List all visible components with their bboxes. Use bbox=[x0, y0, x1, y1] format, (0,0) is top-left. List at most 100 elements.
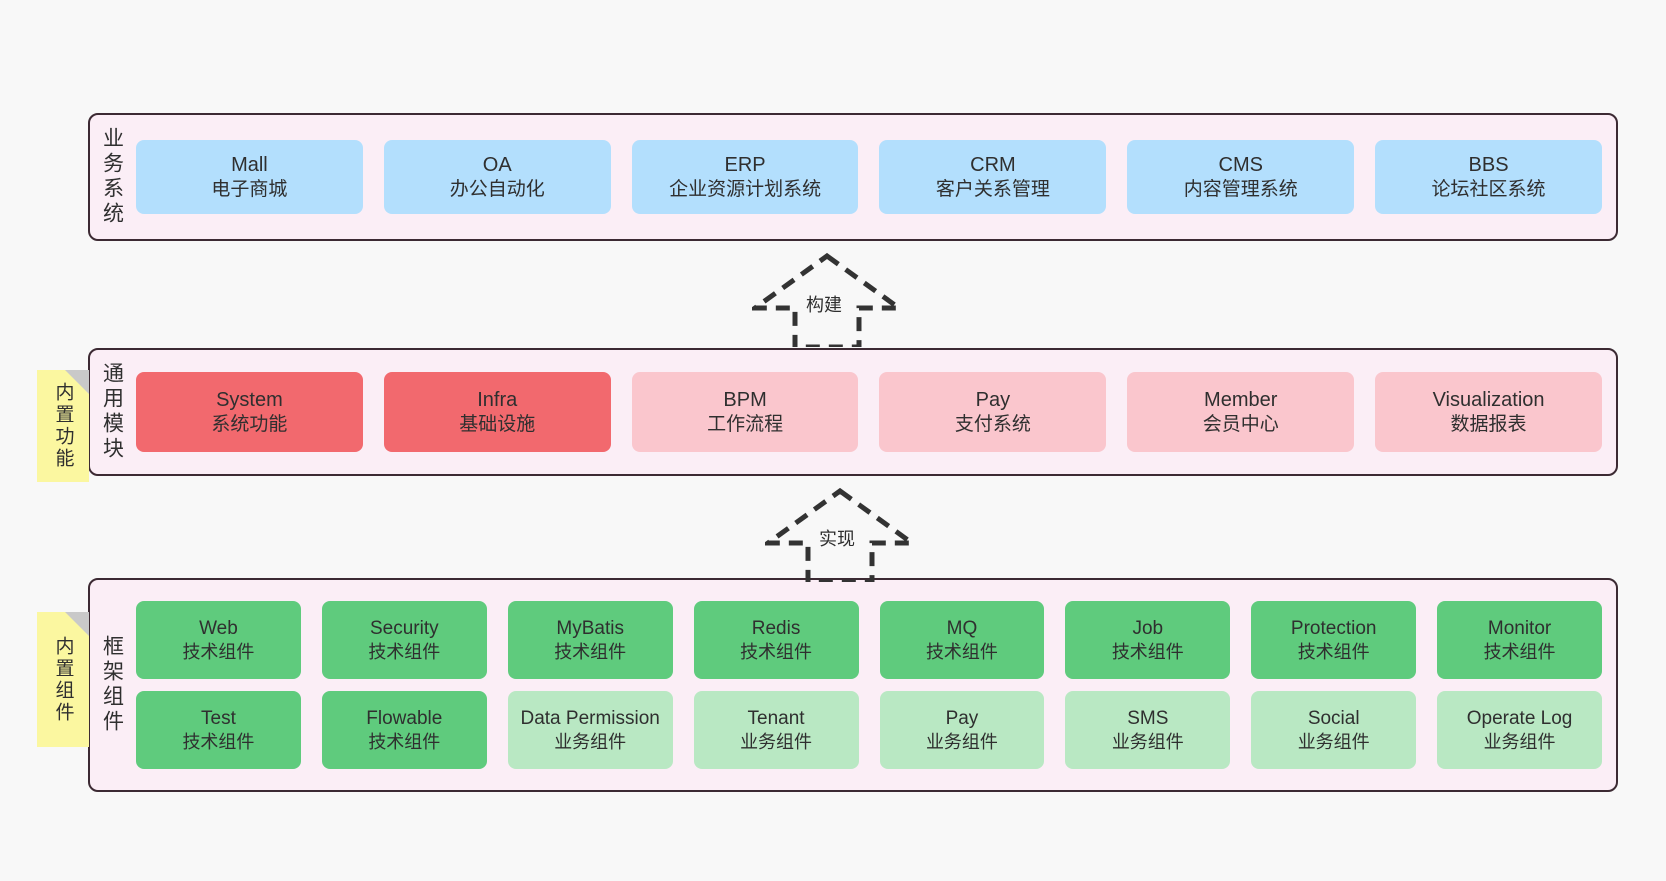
layer-framework-row-1: Web 技术组件 Security 技术组件 MyBatis 技术组件 Redi… bbox=[136, 601, 1602, 679]
sticky-fold-corner-icon bbox=[65, 370, 89, 394]
card-bpm-cn: 工作流程 bbox=[707, 413, 784, 435]
card-security-cn: 技术组件 bbox=[368, 641, 441, 662]
layer-business-body: Mall 电子商城 OA 办公自动化 ERP 企业资源计划系统 CRM 客户关系… bbox=[134, 115, 1616, 239]
card-infra[interactable]: Infra 基础设施 bbox=[383, 372, 611, 452]
card-oa-en: OA bbox=[482, 153, 512, 176]
card-visualization[interactable]: Visualization 数据报表 bbox=[1375, 372, 1602, 452]
card-crm[interactable]: CRM 客户关系管理 bbox=[879, 140, 1107, 214]
layer-business-system: 业务系统 Mall 电子商城 OA 办公自动化 ERP 企业资源计划系统 CRM… bbox=[88, 113, 1618, 241]
card-sms-en: SMS bbox=[1127, 708, 1169, 730]
card-mall-en: Mall bbox=[231, 153, 268, 176]
card-mybatis[interactable]: MyBatis 技术组件 bbox=[507, 601, 673, 679]
card-mall[interactable]: Mall 电子商城 bbox=[136, 140, 363, 214]
card-sms[interactable]: SMS 业务组件 bbox=[1065, 691, 1231, 769]
card-tenant[interactable]: Tenant 业务组件 bbox=[693, 691, 859, 769]
sticky-note-builtin-function: 内置功能 bbox=[37, 370, 89, 482]
card-job[interactable]: Job 技术组件 bbox=[1065, 601, 1231, 679]
card-job-cn: 技术组件 bbox=[1111, 641, 1184, 662]
card-tenant-en: Tenant bbox=[747, 708, 805, 730]
card-protection[interactable]: Protection 技术组件 bbox=[1251, 601, 1417, 679]
card-member[interactable]: Member 会员中心 bbox=[1127, 372, 1355, 452]
card-cms[interactable]: CMS 内容管理系统 bbox=[1127, 140, 1355, 214]
card-flowable-en: Flowable bbox=[366, 708, 443, 730]
card-system[interactable]: System 系统功能 bbox=[136, 372, 363, 452]
card-cms-cn: 内容管理系统 bbox=[1183, 178, 1298, 200]
card-data-permission-cn: 业务组件 bbox=[554, 731, 627, 752]
card-redis-cn: 技术组件 bbox=[740, 641, 813, 662]
card-operate-log[interactable]: Operate Log 业务组件 bbox=[1437, 691, 1602, 769]
card-mybatis-cn: 技术组件 bbox=[554, 641, 627, 662]
sticky-note-builtin-component-label: 内置组件 bbox=[52, 635, 74, 724]
card-oa[interactable]: OA 办公自动化 bbox=[383, 140, 611, 214]
card-monitor-en: Monitor bbox=[1487, 618, 1552, 640]
card-web[interactable]: Web 技术组件 bbox=[136, 601, 301, 679]
sticky-note-builtin-component: 内置组件 bbox=[37, 612, 89, 747]
card-social-en: Social bbox=[1307, 708, 1360, 730]
card-data-permission-en: Data Permission bbox=[520, 708, 660, 730]
layer-common-body: System 系统功能 Infra 基础设施 BPM 工作流程 Pay 支付系统… bbox=[134, 350, 1616, 474]
card-visualization-cn: 数据报表 bbox=[1450, 413, 1527, 435]
card-security[interactable]: Security 技术组件 bbox=[321, 601, 487, 679]
sticky-note-builtin-function-label: 内置功能 bbox=[52, 382, 74, 470]
card-redis[interactable]: Redis 技术组件 bbox=[693, 601, 859, 679]
card-pay-module[interactable]: Pay 支付系统 bbox=[879, 372, 1107, 452]
card-cms-en: CMS bbox=[1218, 153, 1263, 176]
card-web-en: Web bbox=[199, 618, 238, 640]
card-bbs[interactable]: BBS 论坛社区系统 bbox=[1375, 140, 1602, 214]
card-social[interactable]: Social 业务组件 bbox=[1251, 691, 1417, 769]
layer-framework-row-2: Test 技术组件 Flowable 技术组件 Data Permission … bbox=[136, 691, 1602, 769]
card-data-permission[interactable]: Data Permission 业务组件 bbox=[507, 691, 673, 769]
layer-business-row: Mall 电子商城 OA 办公自动化 ERP 企业资源计划系统 CRM 客户关系… bbox=[136, 140, 1602, 214]
card-mall-cn: 电子商城 bbox=[211, 178, 288, 200]
sticky-fold-corner-icon bbox=[65, 612, 89, 636]
card-operate-log-en: Operate Log bbox=[1466, 708, 1573, 730]
card-operate-log-cn: 业务组件 bbox=[1483, 731, 1556, 752]
card-member-en: Member bbox=[1204, 388, 1278, 411]
card-infra-cn: 基础设施 bbox=[459, 413, 536, 435]
card-member-cn: 会员中心 bbox=[1202, 413, 1279, 435]
arrow-build-icon bbox=[752, 252, 907, 347]
card-erp-en: ERP bbox=[724, 153, 766, 176]
card-pay-module-cn: 支付系统 bbox=[954, 413, 1031, 435]
card-mybatis-en: MyBatis bbox=[556, 618, 624, 640]
card-oa-cn: 办公自动化 bbox=[449, 178, 545, 200]
card-social-cn: 业务组件 bbox=[1297, 731, 1370, 752]
card-protection-en: Protection bbox=[1290, 618, 1377, 640]
card-mq[interactable]: MQ 技术组件 bbox=[879, 601, 1045, 679]
card-job-en: Job bbox=[1132, 618, 1164, 640]
card-bpm[interactable]: BPM 工作流程 bbox=[631, 372, 859, 452]
card-bbs-cn: 论坛社区系统 bbox=[1431, 178, 1546, 200]
layer-business-title: 业务系统 bbox=[100, 127, 124, 227]
arrow-build-label: 构建 bbox=[806, 295, 842, 315]
card-mq-en: MQ bbox=[946, 618, 978, 640]
card-pay-component[interactable]: Pay 业务组件 bbox=[879, 691, 1045, 769]
card-monitor[interactable]: Monitor 技术组件 bbox=[1437, 601, 1602, 679]
arrow-implement-icon bbox=[765, 487, 920, 582]
card-security-en: Security bbox=[369, 618, 439, 640]
card-system-cn: 系统功能 bbox=[211, 413, 288, 435]
card-pay-module-en: Pay bbox=[975, 388, 1011, 411]
card-sms-cn: 业务组件 bbox=[1111, 731, 1184, 752]
card-pay-component-cn: 业务组件 bbox=[925, 731, 998, 752]
card-system-en: System bbox=[216, 388, 283, 411]
layer-framework-title: 框架组件 bbox=[100, 635, 124, 735]
card-test[interactable]: Test 技术组件 bbox=[136, 691, 301, 769]
card-mq-cn: 技术组件 bbox=[925, 641, 998, 662]
card-protection-cn: 技术组件 bbox=[1297, 641, 1370, 662]
layer-framework-body: Web 技术组件 Security 技术组件 MyBatis 技术组件 Redi… bbox=[134, 580, 1616, 790]
layer-common-title: 通用模块 bbox=[100, 362, 124, 462]
card-visualization-en: Visualization bbox=[1432, 388, 1545, 411]
arrow-implement-label: 实现 bbox=[819, 529, 855, 549]
layer-common-row: System 系统功能 Infra 基础设施 BPM 工作流程 Pay 支付系统… bbox=[136, 372, 1602, 452]
layer-framework-component: 框架组件 Web 技术组件 Security 技术组件 MyBatis 技术组件… bbox=[88, 578, 1618, 792]
card-pay-component-en: Pay bbox=[945, 708, 979, 730]
card-flowable[interactable]: Flowable 技术组件 bbox=[321, 691, 487, 769]
card-bpm-en: BPM bbox=[723, 388, 767, 411]
card-crm-cn: 客户关系管理 bbox=[935, 178, 1050, 200]
card-test-cn: 技术组件 bbox=[182, 731, 255, 752]
card-erp[interactable]: ERP 企业资源计划系统 bbox=[631, 140, 859, 214]
card-web-cn: 技术组件 bbox=[182, 641, 255, 662]
card-erp-cn: 企业资源计划系统 bbox=[669, 178, 822, 200]
layer-common-module: 通用模块 System 系统功能 Infra 基础设施 BPM 工作流程 Pay… bbox=[88, 348, 1618, 476]
